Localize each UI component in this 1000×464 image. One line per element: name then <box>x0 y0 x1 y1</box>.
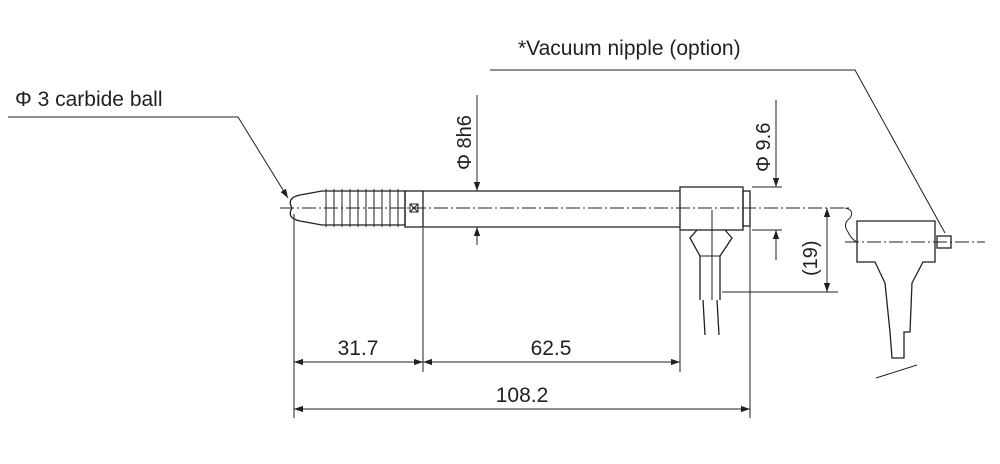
offset-label: (19) <box>800 240 822 276</box>
carbide-ball-leader <box>8 116 289 199</box>
stylus-body <box>423 190 680 228</box>
dim-body-length: 62.5 <box>531 337 572 360</box>
dim-total-length: 108.2 <box>496 384 549 407</box>
vacuum-nipple-leader <box>490 69 946 234</box>
shank-dia-label: Φ 8h6 <box>454 115 476 170</box>
vacuum-nipple-detail <box>844 207 985 379</box>
flat-mark-icon <box>409 203 419 213</box>
head-dia-label: Φ 9.6 <box>753 123 775 172</box>
carbide-ball-label: Φ 3 carbide ball <box>15 88 163 111</box>
dim-tip-length: 31.7 <box>338 337 379 360</box>
stylus-head <box>679 186 751 336</box>
collar <box>404 190 424 228</box>
vacuum-nipple-label: *Vacuum nipple (option) <box>518 37 741 60</box>
extension-lines <box>293 186 838 418</box>
